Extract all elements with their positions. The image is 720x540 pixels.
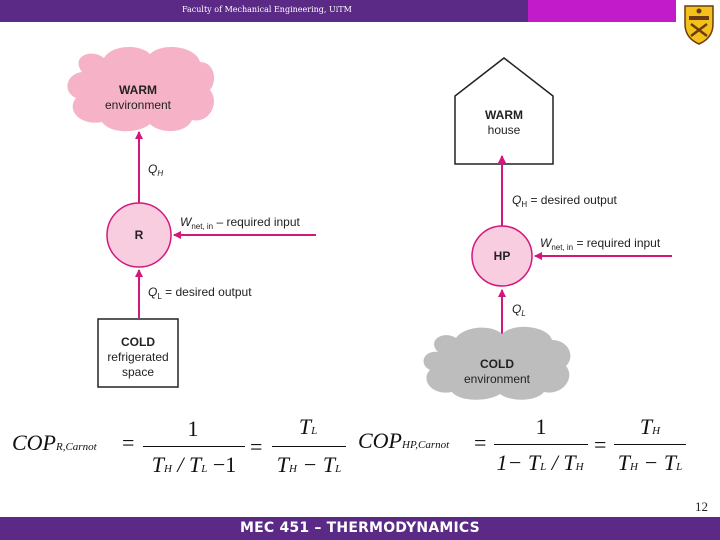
hp-cold-label-2: environment <box>464 372 531 386</box>
hp-warm-label-2: house <box>488 123 521 137</box>
heat-pump-label: HP <box>494 249 511 263</box>
cold-space-box <box>97 318 179 388</box>
warm-house-shape <box>454 57 554 165</box>
hp-cold-label-1: COLD <box>480 357 514 371</box>
cop-r-den-2: TH − TL <box>276 452 342 477</box>
cop-r-den-1: TH / TL −1 <box>151 452 237 477</box>
footer-course-title: MEC 451 – THERMODYNAMICS <box>240 520 480 536</box>
cop-hp-equals-1: = <box>474 430 487 455</box>
hp-warm-label-1: WARM <box>485 108 523 122</box>
cycle-diagrams: WARM environment QH R Wnet, in – require… <box>67 46 672 400</box>
heat-pump-circle <box>471 225 533 287</box>
hp-win-label: Wnet, in = required input <box>540 236 661 252</box>
r-warm-label-1: WARM <box>119 83 157 97</box>
r-qh-label: QH <box>148 162 163 178</box>
cold-environment-cloud <box>423 326 571 400</box>
cop-hp-den-1: 1− TL / TH <box>496 450 584 475</box>
header-title: Faculty of Mechanical Engineering, UiTM <box>182 5 352 14</box>
cop-hp-den-2: TH − TL <box>617 450 683 475</box>
cop-hp-fraction-line-2 <box>614 444 686 445</box>
warm-environment-cloud <box>67 46 215 132</box>
r-cold-label-2: refrigerated <box>107 350 168 364</box>
cop-hp-equals-2: = <box>594 432 607 457</box>
refrigerator-label: R <box>135 228 144 242</box>
r-cold-label-3: space <box>122 365 154 379</box>
cop-r-fraction-line-1 <box>143 446 245 447</box>
university-logo-icon <box>684 5 714 45</box>
page-number: 12 <box>695 499 708 514</box>
cop-hp-num-2: TH <box>639 414 661 439</box>
header-accent-bar <box>528 0 676 22</box>
cop-r-label: COPR,Carnot <box>12 430 97 455</box>
r-warm-label-2: environment <box>105 98 172 112</box>
cop-r-fraction-line-2 <box>272 446 346 447</box>
cop-hp-num-1: 1 <box>535 414 547 439</box>
hp-ql-label: QL <box>512 302 526 318</box>
r-cold-label-1: COLD <box>121 335 155 349</box>
refrigerator-circle <box>106 202 172 268</box>
footer-bar <box>0 517 720 540</box>
cop-r-equals-1: = <box>122 430 135 455</box>
r-ql-label: QL = desired output <box>148 285 252 301</box>
cop-hp-fraction-line-1 <box>494 444 588 445</box>
cop-hp-label: COPHP,Carnot <box>358 428 450 453</box>
cop-r-num-2: TL <box>298 414 318 439</box>
hp-qh-label: QH = desired output <box>512 193 618 209</box>
cop-r-num-1: 1 <box>187 416 199 441</box>
cop-r-equals-2: = <box>250 434 263 459</box>
r-win-label: Wnet, in – required input <box>180 215 301 231</box>
header-bar <box>0 0 528 22</box>
